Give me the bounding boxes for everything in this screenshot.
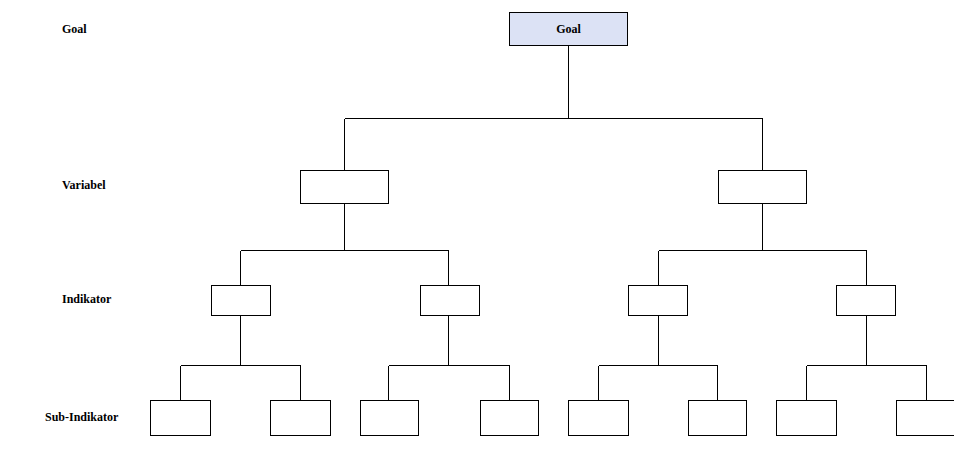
sub-indicator-box <box>897 401 954 436</box>
sub-indicator-box <box>361 401 419 436</box>
indicator-box <box>629 286 688 316</box>
tree-line <box>300 366 301 401</box>
tree-line <box>658 251 659 286</box>
tree-line <box>866 316 867 366</box>
tree-line <box>181 365 301 366</box>
tree-line <box>509 366 510 401</box>
tree-line <box>762 204 763 251</box>
tree-line <box>345 118 763 119</box>
tree-line <box>448 316 449 366</box>
indicator-box <box>421 286 480 316</box>
sub-indicator-box <box>777 401 837 436</box>
tree-line <box>180 366 181 401</box>
tree-line <box>241 250 449 251</box>
tree-line <box>240 251 241 286</box>
tree-line <box>389 365 510 366</box>
tree-line <box>717 366 718 401</box>
sub-indicator-box <box>271 401 331 436</box>
level-label: Sub-Indikator <box>45 410 118 425</box>
variable-box <box>301 171 389 204</box>
variable-box <box>719 171 807 204</box>
level-label: Goal <box>62 22 87 37</box>
tree-line <box>388 366 389 401</box>
tree-line <box>659 250 867 251</box>
tree-line <box>344 204 345 251</box>
tree-line <box>807 365 927 366</box>
tree-line <box>806 366 807 401</box>
tree-line <box>598 366 599 401</box>
tree-line <box>448 251 449 286</box>
level-label: Indikator <box>62 292 111 307</box>
goal-box: Goal <box>509 12 628 46</box>
indicator-box <box>837 286 896 316</box>
sub-indicator-box <box>481 401 539 436</box>
tree-line <box>866 251 867 286</box>
sub-indicator-box <box>151 401 211 436</box>
tree-line <box>344 119 345 171</box>
tree-line <box>762 119 763 171</box>
sub-indicator-box <box>569 401 629 436</box>
sub-indicator-box <box>689 401 747 436</box>
level-label: Variabel <box>62 178 106 193</box>
tree-line <box>568 46 569 119</box>
tree-line <box>926 366 927 401</box>
tree-line <box>240 316 241 366</box>
tree-line <box>658 316 659 366</box>
tree-line <box>599 365 718 366</box>
indicator-box <box>212 286 271 316</box>
node-text: Goal <box>556 22 581 37</box>
